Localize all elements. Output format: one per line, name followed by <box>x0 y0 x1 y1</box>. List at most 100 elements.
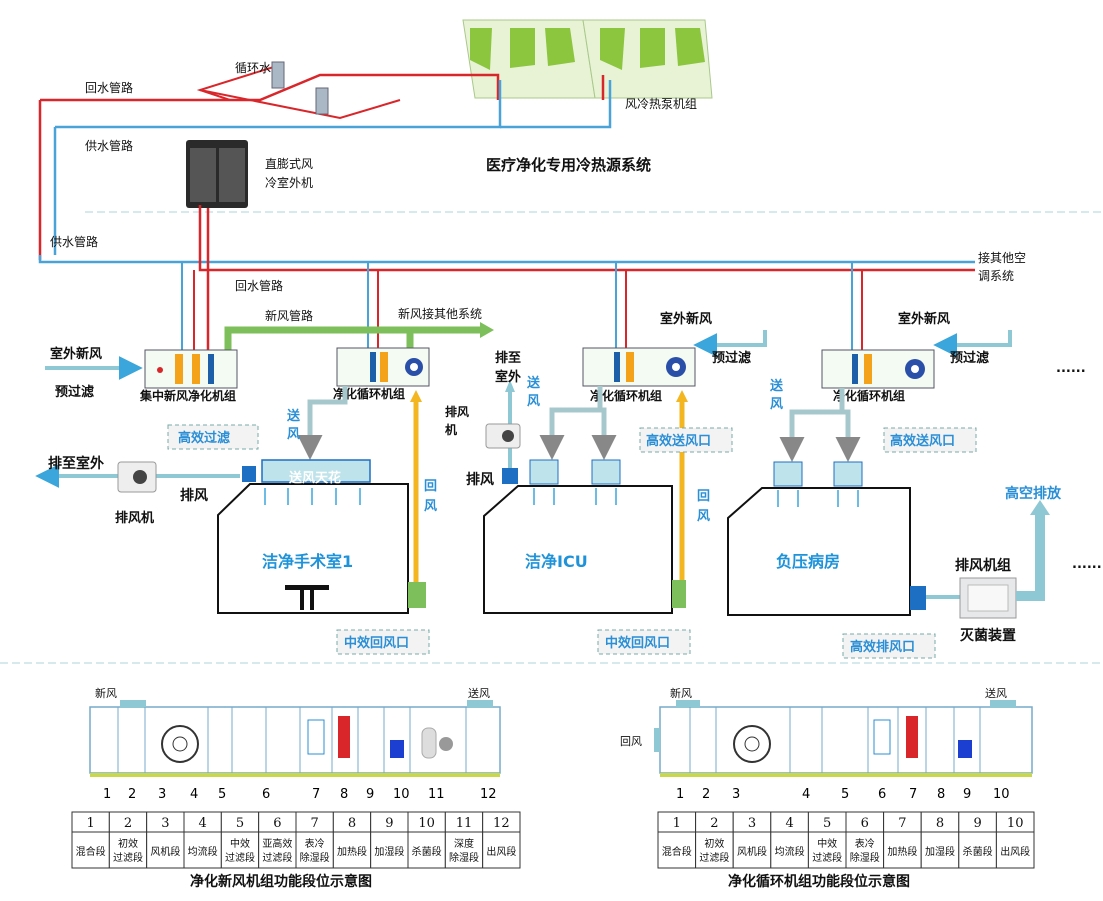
fresh-unit-section-name: 过滤段 <box>225 851 255 864</box>
exhaust-port-2 <box>502 468 518 484</box>
cycle-unit-table-number: 4 <box>785 816 793 831</box>
cycle-unit-section-name: 混合段 <box>662 845 692 858</box>
fresh-unit-table-number: 10 <box>418 816 435 831</box>
cycle-unit-2-label: 净化循环机组 <box>590 388 662 403</box>
svg-text:12: 12 <box>480 787 497 802</box>
mid-return-1-label: 中效回风口 <box>344 635 409 651</box>
cycle-unit-table-number: 10 <box>1007 816 1024 831</box>
fresh-unit-numbers: 1 2 3 4 5 6 7 8 9 10 11 12 <box>103 787 497 802</box>
ellipsis-1: ...... <box>1056 361 1086 376</box>
ellipsis-2: ...... <box>1072 557 1102 572</box>
cycle-unit-section-name: 风机段 <box>737 845 767 858</box>
room-1 <box>217 459 426 614</box>
fresh-label-left: 新风 <box>95 686 117 700</box>
return-pipe-label-mid: 回水管路 <box>235 278 283 293</box>
exhaust-port-1 <box>242 466 256 482</box>
fresh-unit-section-name: 深度 <box>454 837 474 850</box>
svg-text:8: 8 <box>340 787 348 802</box>
svg-text:11: 11 <box>428 787 445 802</box>
svg-text:1: 1 <box>676 787 684 802</box>
supply-label-right: 送风 <box>985 686 1007 700</box>
cycle-unit-section-name: 初效 <box>704 837 724 850</box>
return-air-2a: 回 <box>697 489 710 504</box>
room-2-label: 洁净ICU <box>525 552 588 571</box>
cycle-unit-section-name: 加湿段 <box>925 845 955 858</box>
fresh-unit-section-name: 均流段 <box>188 845 218 858</box>
hepa-filter-label: 高效过滤 <box>178 430 230 446</box>
cycle-unit-diagram <box>654 700 1033 777</box>
exhaust-fan-2a: 排风 <box>445 404 469 419</box>
fresh-unit-diagram <box>89 700 501 777</box>
svg-text:6: 6 <box>878 787 886 802</box>
cycle-unit-caption: 净化循环机组功能段位示意图 <box>728 873 910 890</box>
send-air-3a: 送 <box>769 378 784 394</box>
room-2 <box>483 459 686 614</box>
fresh-label-right: 新风 <box>670 686 692 700</box>
fresh-unit-section-name: 亚高效 <box>262 837 292 850</box>
cycle-unit-section-name: 杀菌段 <box>963 845 993 858</box>
fresh-unit-section-name: 加湿段 <box>374 845 404 858</box>
fresh-unit-label: 集中新风净化机组 <box>139 388 236 403</box>
svg-text:10: 10 <box>393 787 410 802</box>
return-label-right: 回风 <box>620 735 642 748</box>
send-air-2b: 风 <box>527 394 540 409</box>
cycle-unit-2 <box>582 347 696 387</box>
fresh-unit-section-name: 混合段 <box>76 845 106 858</box>
cycle-unit-section-name: 加热段 <box>887 845 917 858</box>
fresh-duct-label: 新风管路 <box>265 308 313 323</box>
svg-text:4: 4 <box>802 787 810 802</box>
supply-pipe-label-top: 供水管路 <box>85 138 133 153</box>
hepa-exhaust-label: 高效排风口 <box>850 639 915 655</box>
cycle-unit-3-label: 净化循环机组 <box>833 388 905 403</box>
cycle-unit-1-label: 净化循环机组 <box>333 386 405 401</box>
svg-text:7: 7 <box>312 787 320 802</box>
svg-text:3: 3 <box>158 787 166 802</box>
cycle-unit-section-name: 除湿段 <box>850 851 880 864</box>
outdoor-unit-label-1: 直膨式风 <box>265 157 313 171</box>
fresh-unit-table-number: 5 <box>236 816 244 831</box>
sterilizer-label: 灭菌装置 <box>959 627 1016 644</box>
svg-text:4: 4 <box>190 787 198 802</box>
exhaust-unit-label: 排风机组 <box>955 557 1011 574</box>
fresh-unit-table-number: 2 <box>124 816 132 831</box>
svg-text:10: 10 <box>993 787 1010 802</box>
cycle-unit-table-number: 6 <box>861 816 869 831</box>
exhaust-out-2b: 室外 <box>495 369 521 385</box>
cycle-unit-1 <box>336 347 430 387</box>
room-3-label: 负压病房 <box>776 552 840 571</box>
exhaust-fan-2b: 机 <box>445 422 457 437</box>
supply-label-left: 送风 <box>468 686 490 700</box>
fresh-unit-section-name: 表冷 <box>305 837 325 850</box>
fresh-unit-section-name: 出风段 <box>486 845 516 858</box>
cycle-unit-table-number: 7 <box>898 816 906 831</box>
mid-return-2-label: 中效回风口 <box>605 635 670 651</box>
fresh-unit-caption: 净化新风机组功能段位示意图 <box>190 873 372 890</box>
cycle-unit-section-name: 过滤段 <box>812 851 842 864</box>
fresh-unit-section-name: 过滤段 <box>262 851 292 864</box>
operating-table-icon <box>285 585 329 610</box>
cycle-unit-section-name: 表冷 <box>855 837 875 850</box>
svg-text:3: 3 <box>732 787 740 802</box>
outdoor-air-2-label: 室外新风 <box>660 311 712 327</box>
fresh-unit-section-name: 中效 <box>230 837 250 850</box>
cycle-unit-section-name: 中效 <box>817 837 837 850</box>
outdoor-unit-label-2: 冷室外机 <box>265 175 313 190</box>
svg-text:2: 2 <box>702 787 710 802</box>
fresh-unit-table-number: 9 <box>385 816 393 831</box>
outdoor-air-3-label: 室外新风 <box>898 311 950 327</box>
fresh-unit-table-number: 12 <box>493 816 510 831</box>
cycle-unit-numbers: 1 2 3 4 5 6 7 8 9 10 <box>676 787 1010 802</box>
send-air-2a: 送 <box>526 375 541 391</box>
return-air-1b: 风 <box>424 499 437 514</box>
other-ac-label-2: 调系统 <box>978 269 1014 283</box>
cycle-unit-section-name: 出风段 <box>1000 845 1030 858</box>
heat-pump-label: 风冷热泵机组 <box>625 97 697 111</box>
exhaust-unit-icon <box>959 577 1017 619</box>
cycle-unit-section-name: 均流段 <box>775 845 805 858</box>
prefilter-left-label: 预过滤 <box>55 384 94 400</box>
exhaust-fan-1-icon <box>117 461 157 493</box>
cycle-unit-table: 1混合段2初效过滤段3风机段4均流段5中效过滤段6表冷除湿段7加热段8加湿段9杀… <box>657 811 1035 869</box>
fresh-unit-table-number: 8 <box>348 816 356 831</box>
hepa-supply-3-label: 高效送风口 <box>890 433 955 449</box>
